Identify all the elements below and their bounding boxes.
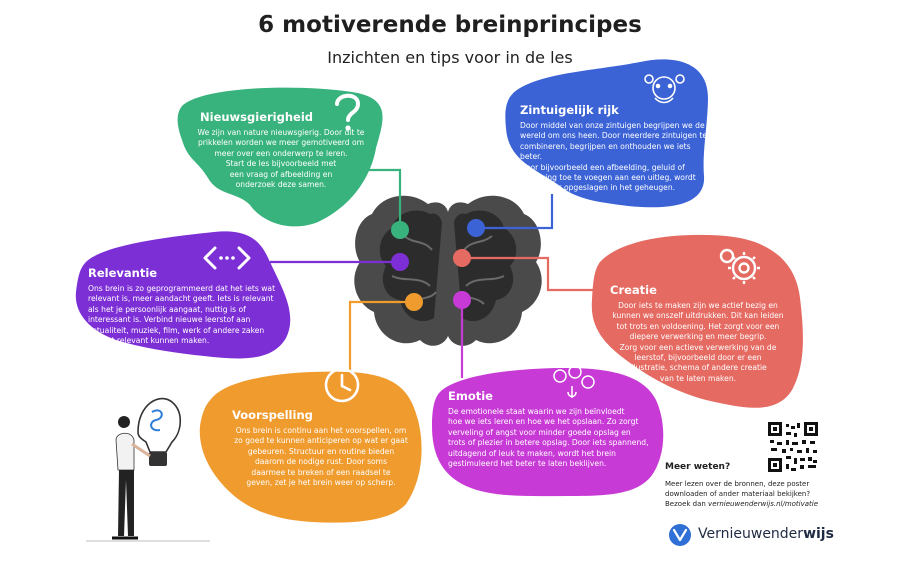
card-title: Relevantie [88, 266, 158, 280]
clock-icon [324, 367, 360, 403]
card-title: Zintuigelijk rijk [520, 103, 619, 117]
card-text: De emotionele staat waarin we zijn beïnv… [448, 407, 649, 469]
qr-code [768, 422, 818, 472]
card-title: Voorspelling [232, 408, 313, 422]
connector-zintuigelijk [476, 194, 554, 230]
senses-icon [644, 74, 685, 104]
gear-icon [719, 248, 760, 284]
brain-illustration [354, 195, 542, 346]
dot-creatie [453, 249, 471, 267]
card-text: Door middel van onze zintuigen begrijpen… [520, 121, 708, 193]
code-brackets-icon [203, 246, 251, 270]
more-info-text: Meer lezen over de bronnen, deze poster … [665, 480, 819, 508]
card-title: Creatie [610, 283, 657, 297]
connector-lines [270, 168, 602, 378]
page-title: 6 motiverende breinprincipes [258, 12, 642, 38]
card-text: Door iets te maken zijn we actief bezig … [612, 301, 784, 383]
brand-logo-icon [669, 524, 691, 546]
connector-nieuwsgierigheid [354, 168, 402, 228]
card-text: We zijn van nature nieuwsgierig. Door di… [197, 128, 365, 190]
blob-nieuwsgierigheid [177, 87, 383, 227]
card-title: Nieuwsgierigheid [200, 110, 314, 124]
blob-emotie [432, 368, 664, 497]
more-info-title: Meer weten? [665, 462, 731, 472]
card-creatie: Creatie Door iets te maken zijn we actie… [602, 283, 794, 384]
connector-creatie [462, 256, 602, 292]
card-nieuwsgierigheid: Nieuwsgierigheid We zijn van nature nieu… [196, 110, 366, 190]
dot-voorspelling [405, 293, 423, 311]
card-relevantie: Relevantie Ons brein is zo geprogrammeer… [88, 266, 288, 346]
dot-zintuigelijk [467, 219, 485, 237]
more-info-link[interactable]: vernieuwenderwijs.nl/motivatie [708, 500, 819, 508]
card-text: Ons brein is continu aan het voorspellen… [234, 426, 408, 488]
more-info-section: Meer weten? Meer lezen over de bronnen, … [665, 462, 825, 509]
dot-nieuwsgierigheid [391, 221, 409, 239]
blob-voorspelling [199, 371, 422, 523]
blob-relevantie [75, 231, 291, 359]
card-title: Emotie [448, 389, 493, 403]
brand-logo: Vernieuwenderwijs [668, 522, 838, 550]
card-emotie: Emotie De emotionele staat waarin we zij… [448, 389, 653, 469]
question-mark-icon [335, 93, 361, 131]
emoji-choice-icon [553, 365, 595, 398]
dot-relevantie [391, 253, 409, 271]
person-lightbulb-illustration [112, 397, 182, 540]
dot-emotie [453, 291, 471, 309]
card-text: Ons brein is zo geprogrammeerd dat het i… [88, 284, 276, 346]
brand-name: Vernieuwenderwijs [698, 526, 834, 542]
card-voorspelling: Voorspelling Ons brein is continu aan he… [226, 408, 416, 488]
page-subtitle: Inzichten en tips voor in de les [327, 48, 573, 67]
connector-voorspelling [348, 300, 414, 372]
card-zintuigelijk-rijk: Zintuigelijk rijk Door middel van onze z… [520, 103, 710, 194]
